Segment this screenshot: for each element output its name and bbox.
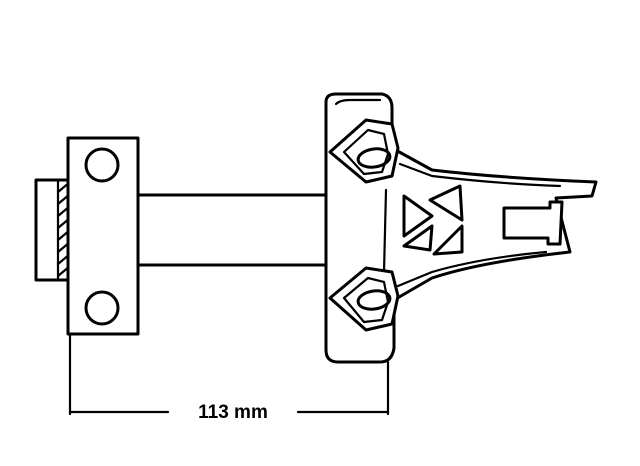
- connecting-beam: [134, 193, 328, 267]
- end-socket: [502, 200, 564, 246]
- triangle-mark: [428, 184, 464, 222]
- lower-slot-hole: [356, 289, 392, 311]
- bracket-offset-edge: [334, 98, 562, 288]
- dimension-label: 113 mm: [198, 402, 268, 423]
- triangle-mark: [402, 224, 434, 252]
- pad-hatching: [56, 180, 72, 278]
- upper-slot-hole: [356, 147, 392, 169]
- lower-bolt-hole: [84, 290, 120, 326]
- mounting-plate: [66, 136, 140, 336]
- triangle-mark: [432, 224, 464, 256]
- upper-mount-boss: [328, 118, 400, 184]
- dimension-line: 113 mm: [68, 332, 390, 423]
- direction-triangles: [402, 184, 464, 256]
- lower-mount-boss: [328, 266, 400, 332]
- rubber-pad: [34, 178, 72, 282]
- triangle-mark: [402, 194, 434, 238]
- upper-bolt-hole: [84, 147, 120, 183]
